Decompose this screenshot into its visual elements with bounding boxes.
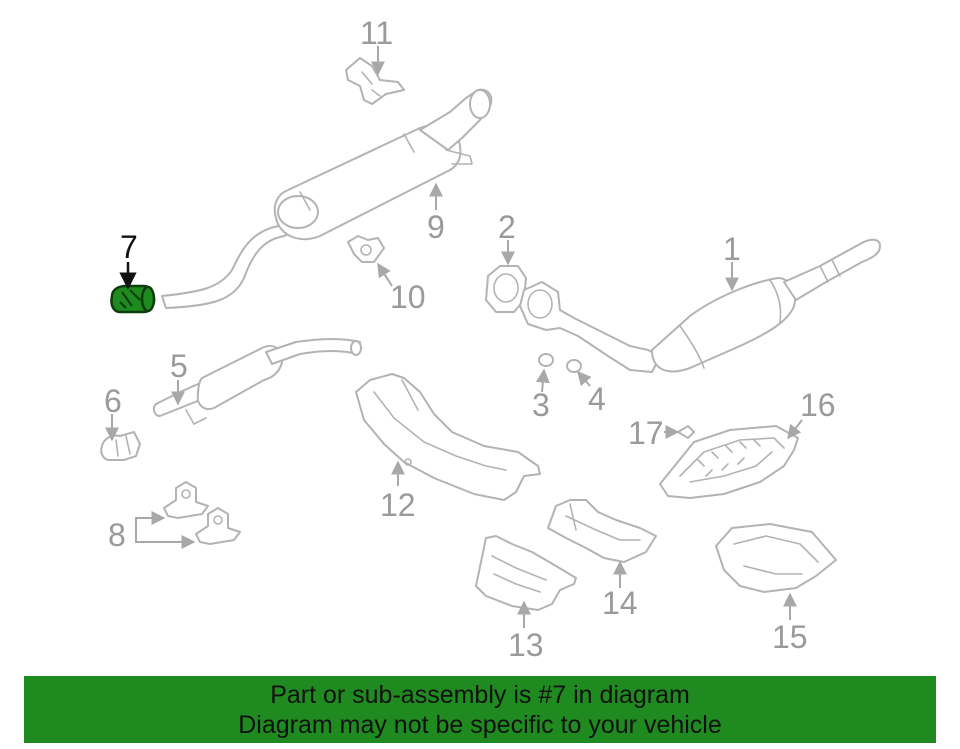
callout-9: 9 — [427, 209, 445, 245]
part-15-shield-plate[interactable] — [715, 523, 837, 593]
callout-16: 16 — [800, 387, 836, 423]
callout-10: 10 — [390, 279, 426, 315]
callout-12: 12 — [380, 487, 416, 523]
banner-line-1: Part or sub-assembly is #7 in diagram — [270, 681, 690, 709]
part-7-clamp-highlighted[interactable] — [110, 284, 156, 314]
part-12-heat-shield[interactable] — [355, 373, 541, 501]
part-16-heat-shield[interactable] — [659, 425, 799, 499]
part-9-rear-muffler[interactable] — [161, 88, 493, 309]
callout-1: 1 — [723, 231, 741, 267]
part-17-clip[interactable] — [677, 425, 695, 439]
part-4-nut[interactable] — [566, 359, 582, 373]
callout-17: 17 — [628, 415, 664, 451]
part-10-rubber-mount[interactable] — [347, 235, 385, 263]
callout-2: 2 — [498, 209, 516, 245]
callout-4: 4 — [588, 381, 606, 417]
callout-3: 3 — [532, 387, 550, 423]
info-banner: Part or sub-assembly is #7 in diagram Di… — [24, 676, 936, 743]
callout-7: 7 — [120, 229, 138, 265]
part-13-heat-shield[interactable] — [475, 535, 577, 611]
callout-15: 15 — [772, 619, 808, 655]
callout-11: 11 — [360, 15, 393, 51]
part-11-hanger-bracket[interactable] — [345, 57, 405, 105]
callout-8: 8 — [108, 517, 126, 553]
part-3-nut[interactable] — [538, 353, 554, 367]
part-8-hangers[interactable] — [163, 481, 241, 545]
part-6-clamp[interactable] — [100, 431, 141, 461]
callout-labels: 1 2 3 4 5 6 7 8 9 10 11 12 13 14 15 16 1… — [104, 15, 836, 663]
part-1-catalytic-converter[interactable] — [519, 238, 881, 373]
part-14-heat-shield[interactable] — [547, 499, 657, 563]
callout-6: 6 — [104, 383, 122, 419]
callout-5: 5 — [170, 348, 188, 384]
callout-14: 14 — [602, 585, 638, 621]
callout-13: 13 — [508, 627, 544, 663]
banner-line-2: Diagram may not be specific to your vehi… — [238, 711, 722, 739]
part-5-front-muffler[interactable] — [152, 338, 362, 425]
leader-lines — [105, 46, 803, 628]
